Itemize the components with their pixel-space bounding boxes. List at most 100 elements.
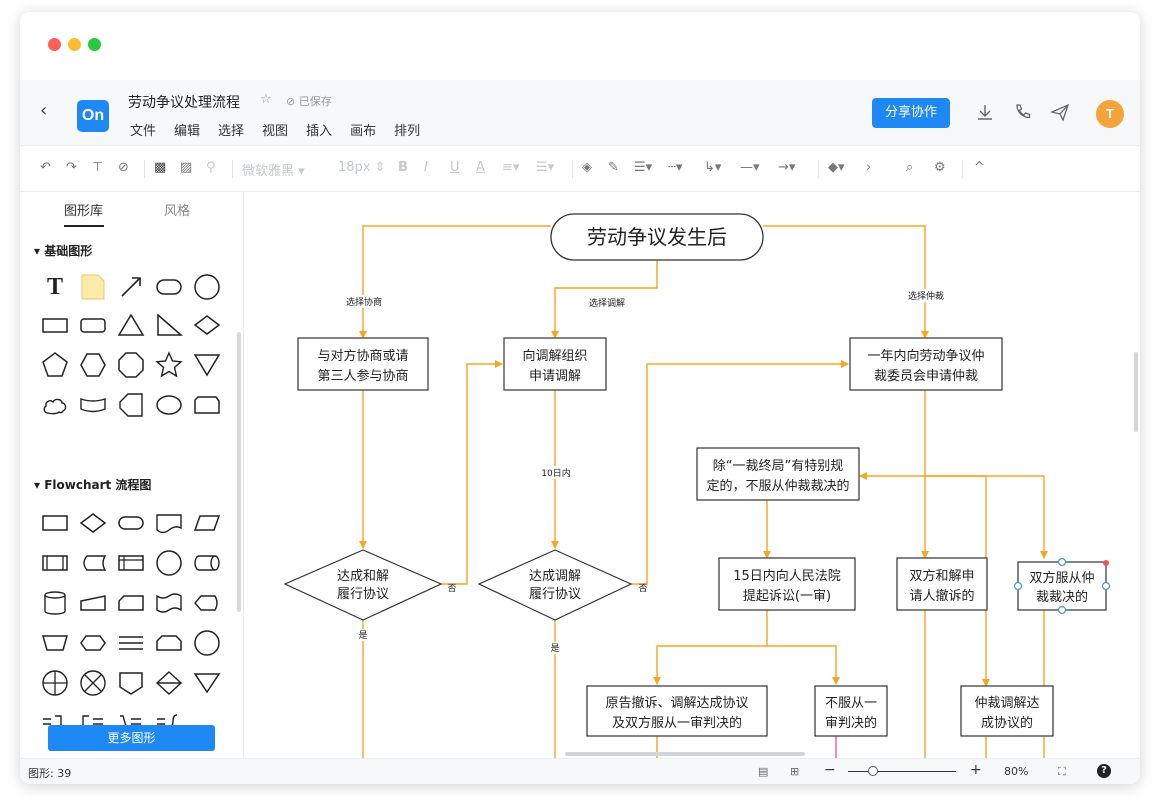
sidebar-scrollbar[interactable] <box>237 332 241 612</box>
section-basic-shapes[interactable]: ▾ 基础图形 <box>34 244 93 258</box>
align-icon[interactable]: ☰▾ <box>536 160 555 175</box>
share-button[interactable]: 分享协作 <box>872 98 950 128</box>
punched-tape-shape-icon[interactable] <box>154 588 184 618</box>
edge-decision-no-mediate[interactable] <box>441 360 503 585</box>
hexagon-shape-icon[interactable] <box>78 350 108 380</box>
fill-color-icon[interactable]: ◈ <box>582 160 592 175</box>
close-window-button[interactable] <box>48 38 61 51</box>
node-mediate[interactable]: 向调解组织 申请调解 <box>503 337 607 391</box>
edge-lawsuit-end[interactable] <box>653 610 768 685</box>
selection-handle[interactable] <box>1057 557 1067 567</box>
edge-arbitrate-mediation[interactable] <box>925 475 990 687</box>
rectangle-shape-icon[interactable] <box>40 310 70 340</box>
fullscreen-icon[interactable]: ⛶ <box>1058 765 1066 778</box>
preparation-shape-icon[interactable] <box>78 628 108 658</box>
selection-handle[interactable] <box>1013 581 1023 591</box>
document-title[interactable]: 劳动争议处理流程 <box>128 95 240 111</box>
node-arbitration-mediation[interactable]: 仲裁调解达 成协议的 <box>960 685 1054 737</box>
folded-corner-shape-icon[interactable] <box>116 390 146 420</box>
edge-arbitrate-accept[interactable] <box>925 475 1048 559</box>
collapse-toolbar-icon[interactable]: ^ <box>974 160 985 175</box>
line-color-icon[interactable]: ✎ <box>608 160 619 175</box>
menu-insert[interactable]: 插入 <box>306 124 333 139</box>
zoom-slider-thumb[interactable] <box>868 766 878 776</box>
direct-data-shape-icon[interactable] <box>192 548 222 578</box>
edge-start-negotiate[interactable] <box>359 225 551 339</box>
node-negotiate[interactable]: 与对方协商或请 第三人参与协商 <box>297 337 429 391</box>
diagram-canvas[interactable]: 劳动争议发生后 与对方协商或请 第三人参与协商 向调解组织 申请调解 一年内向劳… <box>245 192 1140 762</box>
shape-fill-icon[interactable]: ▩ <box>154 160 167 175</box>
line-height-icon[interactable]: ≡▾ <box>502 160 520 175</box>
map-icon[interactable]: ⊞ <box>790 765 800 778</box>
node-accept-award[interactable]: 双方服从仲 裁裁决的 <box>1013 557 1111 615</box>
favorite-star-icon[interactable]: ☆ <box>260 92 272 107</box>
process-shape-icon[interactable] <box>40 508 70 538</box>
image-icon[interactable]: ▨ <box>180 160 193 175</box>
edge-decision2-no-arbitrate[interactable] <box>631 360 849 585</box>
selection-handle[interactable] <box>1057 605 1067 615</box>
summing-junction-shape-icon[interactable] <box>40 668 70 698</box>
tab-shape-icon[interactable] <box>192 390 222 420</box>
database-shape-icon[interactable] <box>40 588 70 618</box>
right-triangle-shape-icon[interactable] <box>154 310 184 340</box>
selection-handle[interactable] <box>1101 581 1111 591</box>
zoom-out-button[interactable]: − <box>824 762 836 778</box>
menu-file[interactable]: 文件 <box>130 124 157 139</box>
node-exception[interactable]: 除“一裁终局”有特别规 定的，不服从仲裁裁决的 <box>696 447 860 501</box>
rounded-rect-shape-icon[interactable] <box>154 272 184 302</box>
back-icon[interactable]: ‹ <box>40 100 48 121</box>
user-avatar[interactable]: T <box>1096 100 1124 128</box>
tab-shape-library[interactable]: 图形库 <box>64 204 104 219</box>
note-shape-icon[interactable] <box>78 272 108 302</box>
card-shape-icon[interactable] <box>116 588 146 618</box>
node-decision-mediate[interactable]: 达成调解 履行协议 <box>477 549 633 621</box>
menu-select[interactable]: 选择 <box>218 124 245 139</box>
zoom-in-button[interactable]: + <box>970 762 982 778</box>
octagon-shape-icon[interactable] <box>116 350 146 380</box>
menu-arrange[interactable]: 排列 <box>394 124 421 139</box>
chevron-right-icon[interactable]: › <box>866 160 872 175</box>
link-icon[interactable]: ⚲ <box>206 160 216 175</box>
canvas-vertical-scrollbar[interactable] <box>1134 352 1138 432</box>
more-shapes-button[interactable]: 更多图形 <box>48 725 215 751</box>
inverted-triangle-shape-icon[interactable] <box>192 350 222 380</box>
internal-storage-shape-icon[interactable] <box>116 548 146 578</box>
edge-start-arbitrate[interactable] <box>763 225 929 339</box>
send-icon[interactable] <box>1050 102 1070 122</box>
off-page-connector-shape-icon[interactable] <box>116 668 146 698</box>
arrow-shape-icon[interactable] <box>116 272 146 302</box>
connector-circle-shape-icon[interactable] <box>154 548 184 578</box>
banner-shape-icon[interactable] <box>78 390 108 420</box>
node-first-instance-end[interactable]: 原告撤诉、调解达成协议 及双方服从一审判决的 <box>586 685 768 737</box>
ellipse-shape-icon[interactable] <box>154 390 184 420</box>
node-appeal[interactable]: 不服从一 审判决的 <box>814 685 888 737</box>
terminator-shape-icon[interactable] <box>116 508 146 538</box>
document-shape-icon[interactable] <box>154 508 184 538</box>
data-shape-icon[interactable] <box>192 508 222 538</box>
menu-view[interactable]: 视图 <box>262 124 289 139</box>
zoom-slider-track[interactable] <box>848 771 956 772</box>
line-weight-icon[interactable]: ☰▾ <box>634 160 653 175</box>
node-decision-settle[interactable]: 达成和解 履行协议 <box>283 549 443 621</box>
merge-shape-icon[interactable] <box>192 668 222 698</box>
pentagon-shape-icon[interactable] <box>40 350 70 380</box>
node-withdraw-arbitration[interactable]: 双方和解申 请人撤诉的 <box>896 557 988 611</box>
line-end-icon[interactable]: →▾ <box>778 160 796 175</box>
diamond-shape-icon[interactable] <box>192 310 222 340</box>
line-style-icon[interactable]: ┄▾ <box>668 160 683 175</box>
parallel-mode-shape-icon[interactable] <box>116 628 146 658</box>
menu-canvas[interactable]: 画布 <box>350 124 377 139</box>
cloud-shape-icon[interactable] <box>40 390 70 420</box>
phone-icon[interactable] <box>1012 102 1032 122</box>
undo-icon[interactable]: ↶ <box>40 160 51 175</box>
manual-operation-shape-icon[interactable] <box>40 628 70 658</box>
on-page-connector-shape-icon[interactable] <box>192 628 222 658</box>
triangle-shape-icon[interactable] <box>116 310 146 340</box>
rotate-handle[interactable] <box>1103 560 1109 566</box>
italic-icon[interactable]: I <box>424 160 428 175</box>
format-painter-icon[interactable]: ⊤ <box>92 160 104 175</box>
canvas-horizontal-scrollbar[interactable] <box>565 752 805 756</box>
edge-lawsuit-appeal[interactable] <box>767 645 840 685</box>
download-icon[interactable] <box>975 102 995 122</box>
sort-shape-icon[interactable] <box>154 668 184 698</box>
